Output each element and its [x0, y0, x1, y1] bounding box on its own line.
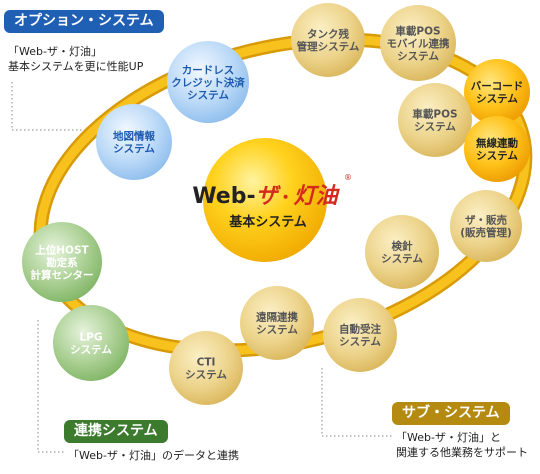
node-cti-circle — [169, 331, 243, 405]
node-mobile-label: システム — [397, 50, 439, 62]
node-carpos-label: 車載POS — [412, 108, 457, 121]
node-barcode-label: バーコード — [471, 81, 524, 93]
node-sales-label: (販売管理) — [460, 226, 512, 239]
node-map-circle — [96, 104, 172, 180]
node-carpos-circle — [398, 83, 472, 157]
node-mobile-label: モバイル連携 — [387, 37, 450, 50]
node-host-label: 計算センター — [31, 268, 94, 281]
node-sales-circle — [450, 190, 522, 262]
link-note-line1: 「Web-ザ・灯油」のデータと連携 — [68, 449, 239, 462]
core-subtitle: 基本システム — [228, 214, 307, 230]
node-barcode-label: システム — [476, 93, 518, 105]
node-map-label: 地図情報 — [113, 130, 155, 143]
node-inspection-label: システム — [381, 253, 423, 265]
sub-system-note: 「Web-ザ・灯油」と 関連する他業務をサポート — [396, 430, 528, 460]
node-carpos-label: システム — [414, 121, 456, 133]
node-barcode-circle — [464, 59, 530, 125]
node-radio-label: 無線連動 — [476, 137, 518, 150]
node-host-label: 勘定系 — [46, 256, 78, 269]
option-note-line2: 基本システムを更に性能UP — [8, 60, 144, 73]
node-remote-label: 遠隔連携 — [256, 311, 298, 324]
node-sales-label: ザ・販売 — [465, 214, 507, 227]
node-remote-label: システム — [256, 324, 298, 336]
node-card-circle — [167, 41, 249, 123]
link-leader-line — [37, 320, 66, 453]
node-autorecv-label: システム — [339, 336, 381, 348]
node-sales[interactable]: ザ・販売(販売管理) — [450, 190, 522, 262]
node-tank-label: タンク残 — [307, 28, 349, 41]
node-remote-circle — [240, 286, 314, 360]
node-card-label: カードレス — [182, 64, 235, 76]
node-cti-label: CTI — [197, 357, 216, 369]
satellite-nodes: タンク残管理システム車載POSモバイル連携システムバーコードシステム車載POSシ… — [22, 3, 530, 405]
node-host-circle — [22, 222, 102, 302]
node-lpg-label: LPG — [79, 332, 102, 344]
logo-text: Web-ザ・灯油 — [192, 184, 340, 209]
node-tank-circle — [291, 3, 365, 77]
link-system-note: 「Web-ザ・灯油」のデータと連携 — [68, 448, 239, 463]
sub-system-tag: サブ・システム — [392, 402, 510, 425]
option-note-line1: 「Web-ザ・灯油」 — [8, 45, 102, 58]
node-map-label: システム — [113, 143, 155, 155]
node-radio-label: システム — [476, 150, 518, 162]
node-mobile-label: 車載POS — [395, 24, 440, 37]
sub-note-line2: 関連する他業務をサポート — [396, 446, 528, 459]
node-host-label: 上位HOST — [35, 243, 89, 256]
node-mobile-circle — [380, 5, 456, 81]
link-system-tag: 連携システム — [64, 420, 168, 443]
option-leader-line — [11, 82, 90, 131]
core-circle — [203, 138, 327, 262]
node-radio-circle — [464, 116, 530, 182]
sub-leader-line — [321, 368, 394, 437]
node-inspection-label: 検針 — [392, 240, 413, 253]
option-system-tag: オプション・システム — [4, 10, 164, 33]
node-lpg-circle — [53, 305, 129, 381]
node-tank-label: 管理システム — [297, 40, 360, 53]
node-cti-label: システム — [185, 369, 227, 381]
node-autorecv-label: 自動受注 — [339, 323, 381, 336]
node-lpg-label: システム — [70, 344, 112, 356]
core-system[interactable]: Web-ザ・灯油 ® 基本システム — [192, 138, 352, 262]
node-card-label: クレジット決済 — [171, 76, 245, 89]
option-system-note: 「Web-ザ・灯油」 基本システムを更に性能UP — [8, 44, 143, 74]
sub-note-line1: 「Web-ザ・灯油」と — [396, 431, 501, 444]
node-autorecv-circle — [323, 298, 397, 372]
logo-registered-mark: ® — [344, 173, 352, 182]
node-card-label: システム — [187, 89, 229, 101]
node-inspection-circle — [365, 215, 439, 289]
